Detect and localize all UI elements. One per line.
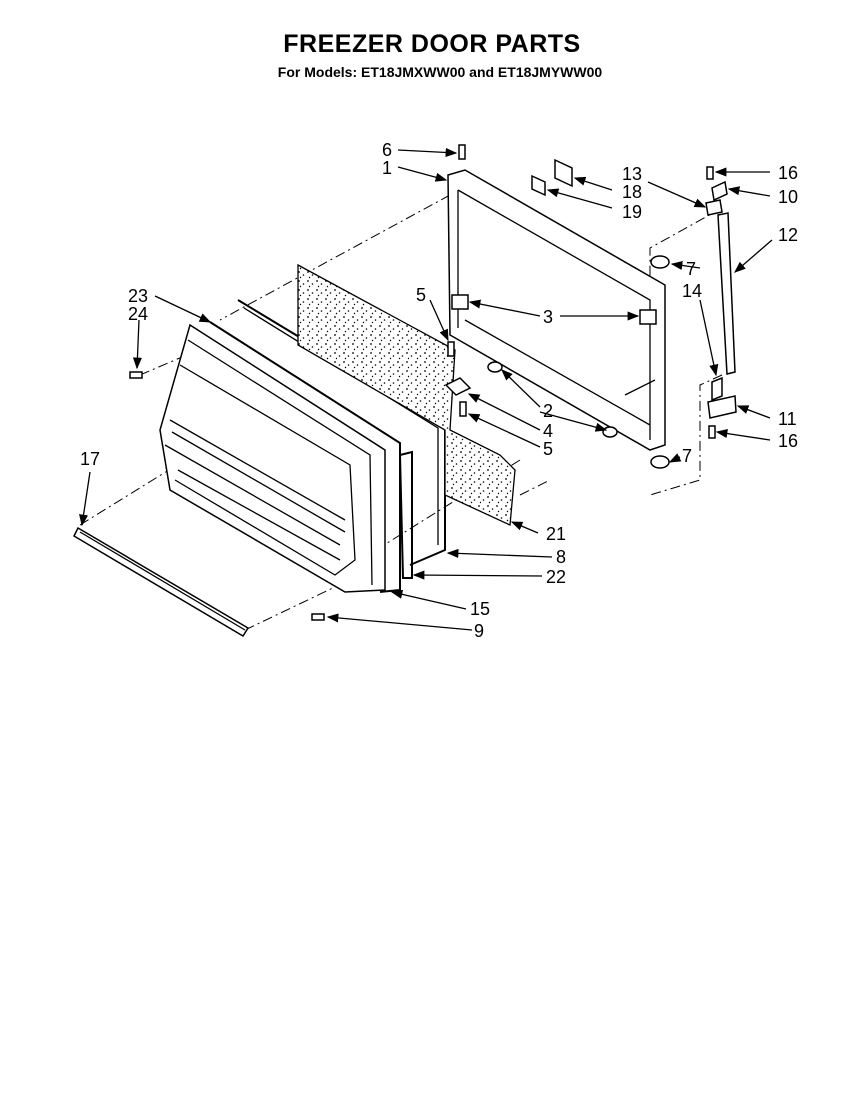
callout-13: 13 — [622, 164, 642, 184]
page-title: FREEZER DOOR PARTS — [283, 30, 581, 58]
callout-7-bottom: 7 — [682, 446, 692, 466]
part-7-bushings — [650, 255, 670, 469]
callout-14: 14 — [682, 281, 702, 301]
screws — [129, 144, 716, 621]
part-3-hinge-brackets — [451, 294, 657, 325]
callout-18: 18 — [622, 182, 642, 202]
part-17-trim-strip — [73, 526, 250, 638]
callout-11: 11 — [778, 409, 797, 429]
callout-6: 6 — [382, 140, 392, 160]
callout-16-bottom: 16 — [778, 431, 798, 451]
callout-numbers: 6 1 13 18 19 16 10 12 7 14 5 3 2 4 5 11 … — [80, 140, 798, 641]
callout-10: 10 — [778, 187, 798, 207]
callout-17: 17 — [80, 449, 100, 469]
callout-5-bottom: 5 — [543, 439, 553, 459]
callout-1: 1 — [382, 158, 392, 178]
callout-23: 23 — [128, 286, 148, 306]
part-1-door-frame — [447, 169, 666, 451]
parts-18-19-labels — [531, 158, 573, 197]
callout-19: 19 — [622, 202, 642, 222]
door-liner — [159, 323, 386, 593]
callout-16-top: 16 — [778, 163, 798, 183]
callout-12: 12 — [778, 225, 798, 245]
callout-9: 9 — [474, 621, 484, 641]
model-subtitle: For Models: ET18JMXWW00 and ET18JMYWW00 — [277, 64, 603, 80]
callout-15: 15 — [470, 599, 490, 619]
callout-2: 2 — [543, 401, 553, 421]
callout-8: 8 — [556, 547, 566, 567]
callout-24: 24 — [128, 304, 148, 324]
leader-lines — [79, 147, 773, 631]
right-hinge-parts — [705, 180, 737, 419]
callout-7-top: 7 — [686, 259, 696, 279]
callout-21: 21 — [546, 524, 566, 544]
callout-22: 22 — [546, 567, 566, 587]
callout-3: 3 — [543, 307, 553, 327]
callout-4: 4 — [543, 421, 553, 441]
callout-5-top: 5 — [416, 285, 426, 305]
part-4-stop-bracket — [444, 377, 472, 396]
